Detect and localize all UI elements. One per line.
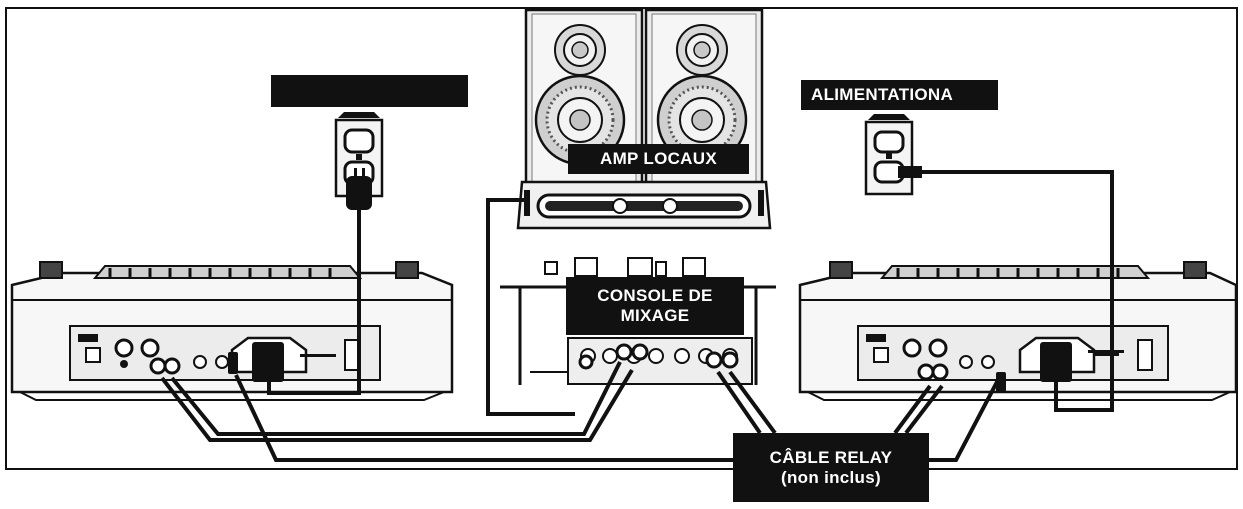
mixer-label: CONSOLE DE MIXAGE — [566, 277, 744, 335]
amplifier — [516, 180, 772, 230]
power-plug-left — [346, 168, 372, 210]
diagram-frame — [5, 7, 1238, 470]
amp-label: AMP LOCAUX — [568, 144, 749, 174]
power-outlet-icon — [873, 130, 905, 184]
power-cable-right — [920, 170, 1114, 412]
relay-cable-label-line1: CÂBLE RELAY — [769, 447, 893, 467]
audio-cable-left — [160, 361, 634, 442]
relay-cable-left — [234, 374, 733, 462]
relay-cable-label: CÂBLE RELAY (non inclus) — [733, 433, 929, 502]
mixer-power-lead — [1095, 350, 1119, 356]
rca-plug-icon — [149, 343, 949, 381]
relay-cable-right — [929, 379, 1000, 462]
jack-plug-icon — [228, 352, 1006, 392]
right-power-label: ALIMENTATIONA — [801, 80, 998, 110]
cd-player-left — [10, 261, 454, 401]
relay-cable-label-line2: (non inclus) — [781, 467, 881, 487]
speaker-icon — [656, 24, 748, 166]
power-plug-icon — [252, 342, 284, 382]
mixer-label-line2: MIXAGE — [620, 306, 690, 325]
power-outlet-right — [864, 114, 922, 196]
power-plug-icon — [1040, 342, 1072, 382]
left-power-label — [271, 75, 468, 107]
mixer-label-line1: CONSOLE DE — [597, 286, 713, 306]
cd-player-right — [798, 261, 1238, 401]
audio-cable-right — [716, 370, 944, 435]
speaker-cable — [486, 198, 575, 416]
